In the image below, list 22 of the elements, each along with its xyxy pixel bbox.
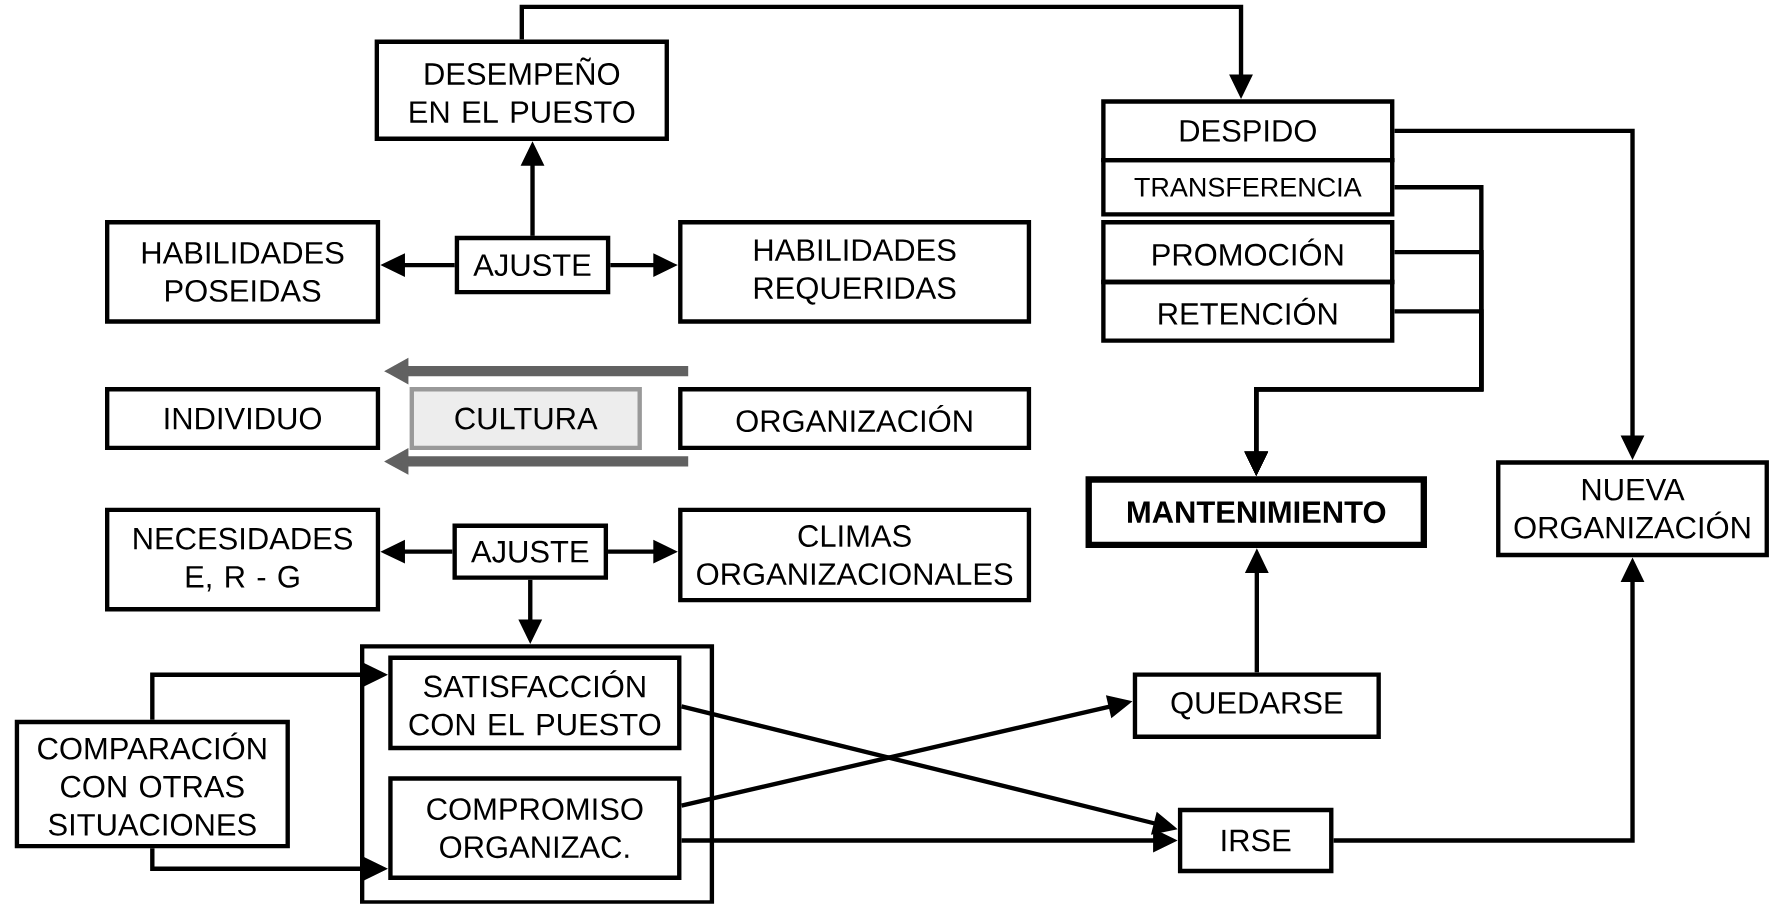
text-box: AJUSTE	[452, 523, 609, 580]
text-box: CLIMAS ORGANIZACIONALES	[678, 507, 1032, 603]
text-box: ORGANIZACIÓN	[678, 387, 1032, 451]
text-box: IRSE	[1177, 808, 1334, 874]
text-box: NECESIDADES E, R - G	[105, 507, 381, 612]
culture-box: CULTURA	[409, 387, 642, 451]
text-box: RETENCIÓN	[1101, 280, 1395, 344]
text-box: HABILIDADES POSEIDAS	[105, 220, 381, 324]
text-box: COMPROMISO ORGANIZAC.	[388, 776, 682, 881]
text-box: DESPIDO	[1101, 99, 1395, 163]
group-box	[360, 644, 715, 904]
text-box: INDIVIDUO	[105, 387, 381, 451]
text-box: AJUSTE	[454, 236, 611, 295]
text-box: TRANSFERENCIA	[1101, 158, 1395, 217]
text-box: QUEDARSE	[1132, 672, 1381, 740]
text-box: HABILIDADES REQUERIDAS	[678, 220, 1032, 324]
text-box: DESEMPEÑO EN EL PUESTO	[374, 39, 669, 142]
text-box: PROMOCIÓN	[1101, 220, 1395, 285]
text-box: NUEVA ORGANIZACIÓN	[1496, 460, 1769, 558]
text-box: MANTENIMIENTO	[1085, 476, 1427, 549]
text-box: COMPARACIÓN CON OTRAS SITUACIONES	[14, 720, 290, 849]
text-box: SATISFACCIÓN CON EL PUESTO	[388, 655, 682, 751]
